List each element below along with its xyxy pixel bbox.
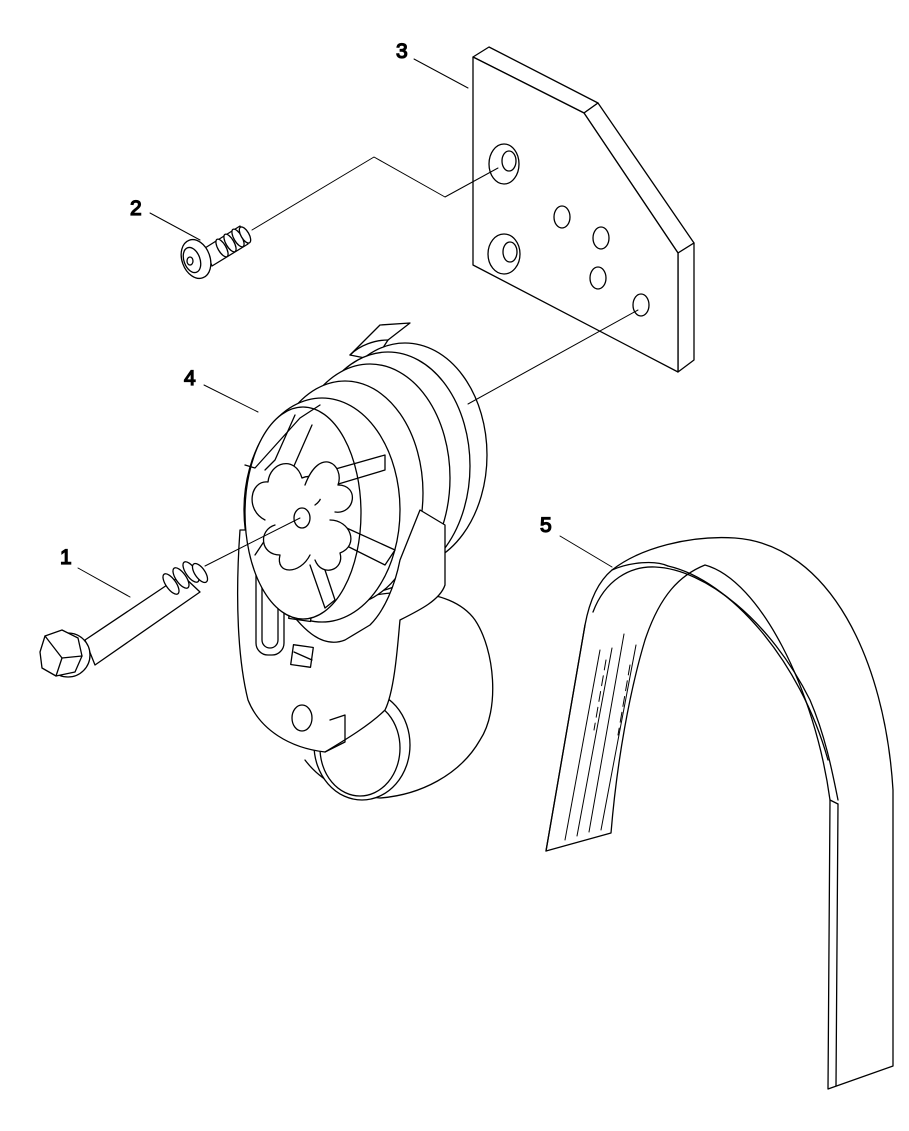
callout-label-2: 2: [130, 197, 142, 220]
callout-5: 5: [539, 513, 613, 568]
flat-head-screw: [180, 225, 252, 280]
assembly-lines: [204, 156, 639, 567]
bracket-holes: [487, 143, 650, 317]
belt-ribs: [564, 633, 637, 841]
callout-label-5: 5: [540, 514, 552, 537]
callouts: 1 2 3 4 5: [59, 39, 613, 598]
callout-2: 2: [129, 196, 201, 241]
drive-belt: [545, 536, 894, 1090]
tensioner-to-bracket-line: [467, 309, 639, 405]
callout-label-3: 3: [396, 40, 408, 63]
callout-label-4: 4: [184, 367, 196, 390]
callout-1: 1: [59, 545, 131, 598]
tensioner-bolt: [39, 561, 209, 678]
screw-threads: [215, 226, 252, 258]
hub-petals: [251, 461, 354, 571]
callout-3: 3: [395, 39, 469, 89]
belt-tensioner: [237, 322, 494, 801]
screw-to-bracket-line: [251, 156, 499, 231]
bolt-to-tensioner-line: [204, 517, 301, 567]
callout-label-1: 1: [60, 546, 72, 569]
bolt-threads: [162, 561, 209, 595]
tensioner-front-face: [244, 404, 396, 620]
mounting-bracket: [472, 46, 695, 373]
callout-4: 4: [183, 366, 259, 413]
